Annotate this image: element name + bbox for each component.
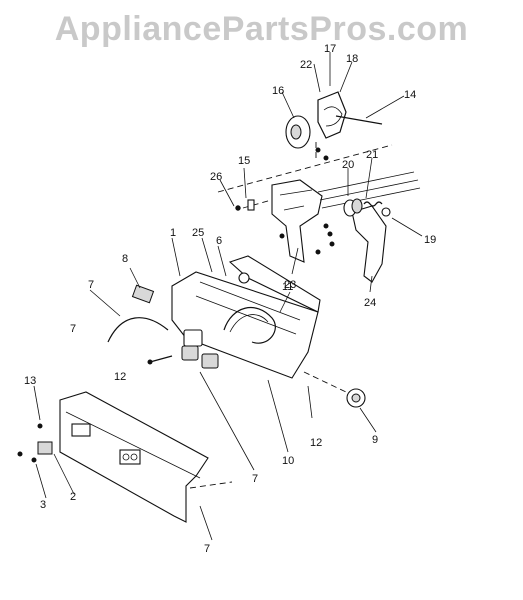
callout-14: 13	[24, 375, 36, 387]
callout-11: 11	[282, 281, 293, 293]
callout-7-upper: 7	[88, 279, 94, 291]
callout-17: 16	[272, 85, 284, 97]
callout-12: 12	[310, 437, 322, 449]
callout-labels: 1 25 6 8 7 7 11 12 12 9 10 7 7 2 3 13 23…	[24, 43, 436, 555]
callout-24: 23	[284, 279, 296, 291]
callout-13: 12	[114, 371, 126, 383]
callout-4: 7	[70, 323, 76, 335]
callout-15: 14	[404, 89, 416, 101]
callout-18: 17	[324, 43, 336, 55]
callout-21: 20	[342, 159, 354, 171]
callout-10: 10	[282, 455, 294, 467]
callout-25: 24	[364, 297, 376, 309]
callout-7-lower: 7	[252, 473, 258, 485]
upper-bracket-assembly	[217, 144, 421, 283]
callout-1: 1	[170, 227, 176, 239]
callout-20: 19	[424, 234, 436, 246]
callout-8: 8	[122, 253, 128, 265]
callout-5: 7	[204, 543, 210, 555]
watermark-logo: AppliancePartsPros.com	[54, 10, 469, 48]
leader-lines	[33, 52, 423, 541]
callout-19: 18	[346, 53, 358, 65]
control-panel-assembly	[107, 255, 366, 408]
callout-9: 9	[372, 434, 378, 446]
callout-2: 2	[70, 491, 76, 503]
front-panel	[17, 391, 233, 523]
top-mechanism	[285, 91, 383, 161]
callout-16: 15	[238, 155, 250, 167]
callout-6: 6	[216, 235, 222, 247]
callout-3: 3	[40, 499, 46, 511]
callout-23: 22	[300, 59, 312, 71]
callout-26: 25	[192, 227, 204, 239]
callout-22: 21	[366, 149, 378, 161]
callout-27: 26	[210, 171, 222, 183]
